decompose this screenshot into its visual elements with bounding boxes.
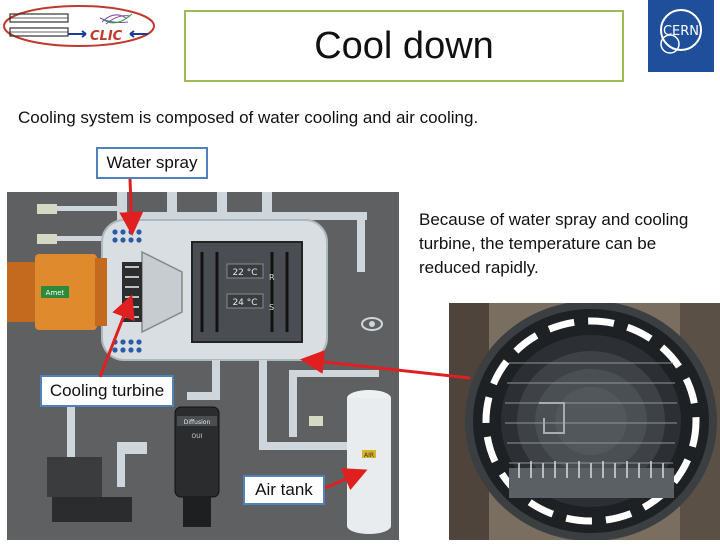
arrow-cooling-turbine [100, 300, 130, 377]
arrow-chamber-to-photo [306, 360, 470, 378]
arrow-water-spray [130, 179, 132, 230]
arrow-air-tank [325, 472, 362, 488]
